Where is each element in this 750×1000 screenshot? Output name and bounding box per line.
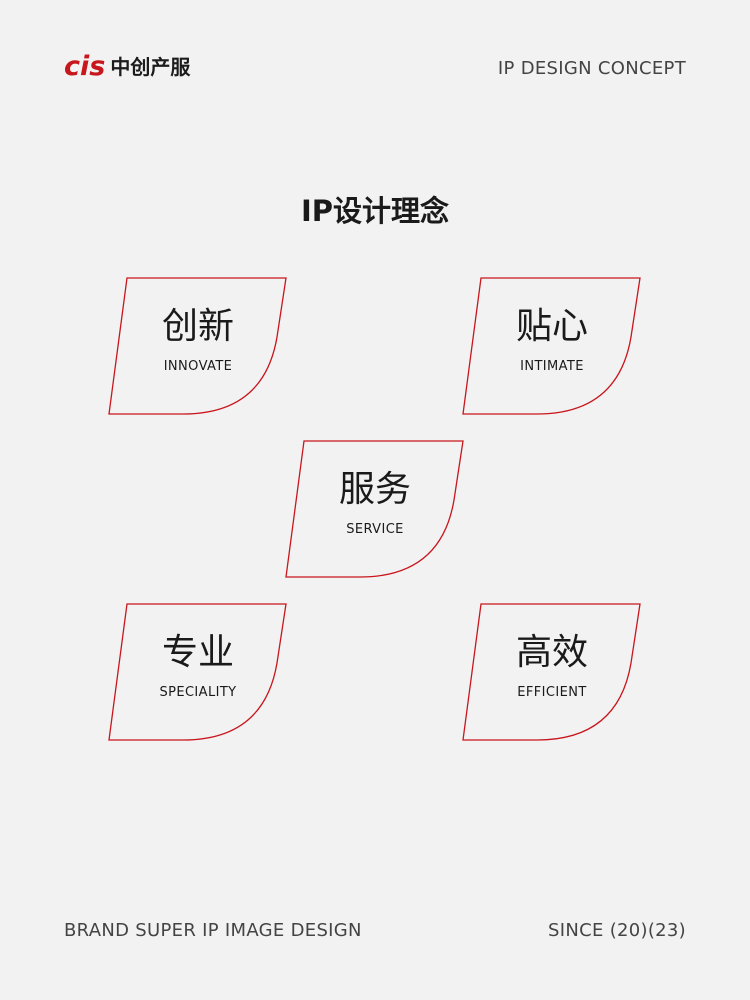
brand-logo: cis 中创产服 [64,52,190,82]
card-title-en: SERVICE [346,522,404,537]
card-frame-shape [285,440,464,578]
concept-card-efficient: 高效 EFFICIENT [461,603,643,743]
footer-since: SINCE (20)(23) [548,920,686,941]
concept-card-intimate: 贴心 INTIMATE [461,277,643,417]
logo-name: 中创产服 [110,55,191,79]
card-title-cn: 创新 [161,306,234,347]
card-title-en: EFFICIENT [517,685,587,700]
card-title-en: SPECIALITY [159,685,237,700]
concept-card-innovate: 创新 INNOVATE [107,277,289,417]
card-frame-shape [462,277,641,415]
logo-mark: cis [64,51,106,82]
card-title-cn: 高效 [515,632,588,673]
card-title-en: INTIMATE [520,359,584,374]
card-title-en: INNOVATE [163,359,233,374]
card-title-cn: 贴心 [515,306,588,347]
card-title-cn: 专业 [161,632,234,673]
concept-card-speciality: 专业 SPECIALITY [107,603,289,743]
card-frame-shape [108,603,287,741]
card-title-cn: 服务 [338,469,411,510]
footer-tagline: BRAND SUPER IP IMAGE DESIGN [64,920,362,941]
card-frame-shape [108,277,287,415]
header-tagline: IP DESIGN CONCEPT [497,58,686,79]
card-frame-shape [462,603,641,741]
page-title: IP设计理念 [300,194,450,228]
concept-card-service: 服务 SERVICE [284,440,466,580]
